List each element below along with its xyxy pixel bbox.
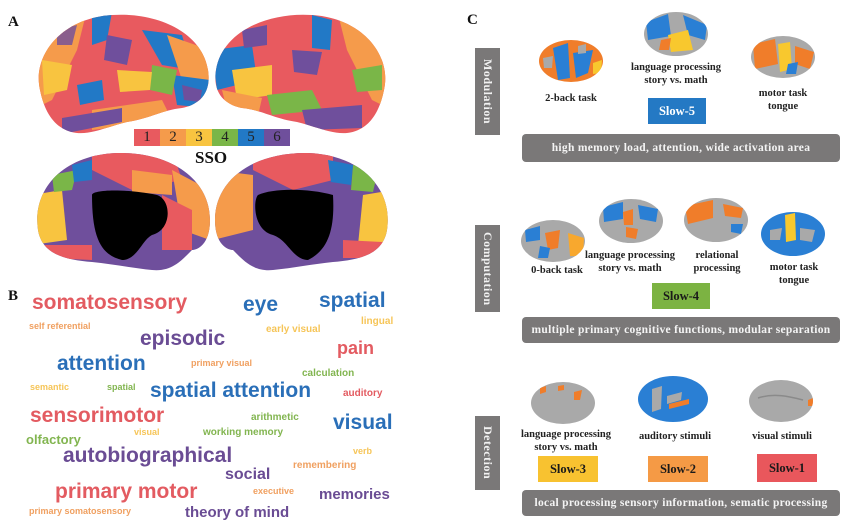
level-summary-modulation: high memory load, attention, wide activa… [522, 134, 840, 162]
word-cloud-term: attention [57, 352, 146, 375]
task-label: auditory stimuli [638, 431, 712, 442]
level-label-computation: Computation [475, 225, 500, 312]
legend-swatch-3: 3 [186, 129, 212, 146]
task-brain-auditory-stimuli [638, 376, 708, 422]
word-cloud-term: eye [243, 293, 279, 316]
word-cloud-term: early visual [266, 324, 321, 335]
word-cloud-term: self referential [29, 321, 91, 331]
panel-b-label: B [8, 288, 19, 304]
panel-a-label: A [8, 14, 19, 30]
level-summary-computation: multiple primary cognitive functions, mo… [522, 317, 840, 343]
sso-legend-title: SSO [195, 148, 228, 167]
word-cloud-term: theory of mind [185, 504, 290, 521]
word-cloud-term: visual [333, 411, 393, 434]
task-brain-relational-processing [684, 198, 748, 242]
word-cloud-term: arithmetic [251, 412, 299, 423]
band-badge-slow-4: Slow-4 [652, 283, 710, 309]
legend-swatch-2: 2 [160, 129, 186, 146]
word-cloud-term: spatial [319, 289, 386, 312]
word-cloud-term: spatial attention [150, 379, 312, 402]
band-badge-slow-2: Slow-2 [648, 456, 708, 482]
task-brain-motor-tongue [751, 36, 815, 78]
word-cloud-term: pain [337, 338, 375, 358]
brain-medial-left [37, 152, 210, 271]
level-label-detection: Detection [475, 416, 500, 490]
task-brain-visual-stimuli [749, 380, 813, 422]
word-cloud-term: primary motor [55, 480, 198, 503]
band-badge-slow-5: Slow-5 [648, 98, 706, 124]
word-cloud-term: verb [353, 446, 373, 456]
level-label-modulation: Modulation [475, 48, 500, 135]
word-cloud-term: lingual [361, 316, 394, 327]
word-cloud-term: social [225, 466, 271, 483]
task-brain-language-processing [644, 12, 708, 56]
word-cloud-term: calculation [302, 368, 355, 379]
task-brain-language-processing [531, 382, 595, 424]
level-summary-detection: local processing sensory information, se… [522, 490, 840, 516]
word-cloud-term: spatial [107, 382, 136, 392]
task-brain-2-back [539, 40, 603, 82]
legend-swatch-6: 6 [264, 129, 290, 146]
word-cloud-term: memories [319, 486, 390, 503]
brain-medial-right [215, 152, 388, 271]
task-brain-0-back [521, 220, 585, 262]
word-cloud-term: visual [134, 427, 160, 437]
word-cloud-term: autobiographical [63, 444, 233, 467]
task-label: 0-back task [531, 265, 583, 276]
word-cloud-term: semantic [30, 382, 70, 392]
task-brain-motor-tongue [761, 212, 825, 256]
word-cloud-term: primary somatosensory [29, 506, 132, 516]
word-cloud-term: auditory [343, 388, 383, 399]
word-cloud-term: executive [253, 486, 295, 496]
legend-swatch-4: 4 [212, 129, 238, 146]
sso-legend: 1 2 3 4 5 6 [133, 128, 291, 147]
panel-c-label: C [467, 12, 478, 28]
word-cloud-term: working memory [203, 427, 284, 438]
word-cloud-term: somatosensory [32, 291, 188, 314]
task-brain-language-processing [599, 199, 663, 243]
word-cloud-term: sensorimotor [30, 404, 165, 427]
brain-lateral-left [38, 14, 209, 134]
band-badge-slow-1: Slow-1 [757, 454, 817, 482]
word-cloud-term: remembering [293, 460, 357, 471]
word-cloud-term: olfactory [26, 432, 81, 447]
band-badge-slow-3: Slow-3 [538, 456, 598, 482]
word-cloud-term: episodic [140, 327, 226, 350]
task-label: 2-back task [545, 93, 597, 104]
legend-swatch-5: 5 [238, 129, 264, 146]
task-label: visual stimuli [752, 431, 812, 442]
legend-swatch-1: 1 [134, 129, 160, 146]
brain-lateral-right [215, 14, 386, 134]
word-cloud-term: primary visual [191, 358, 253, 368]
